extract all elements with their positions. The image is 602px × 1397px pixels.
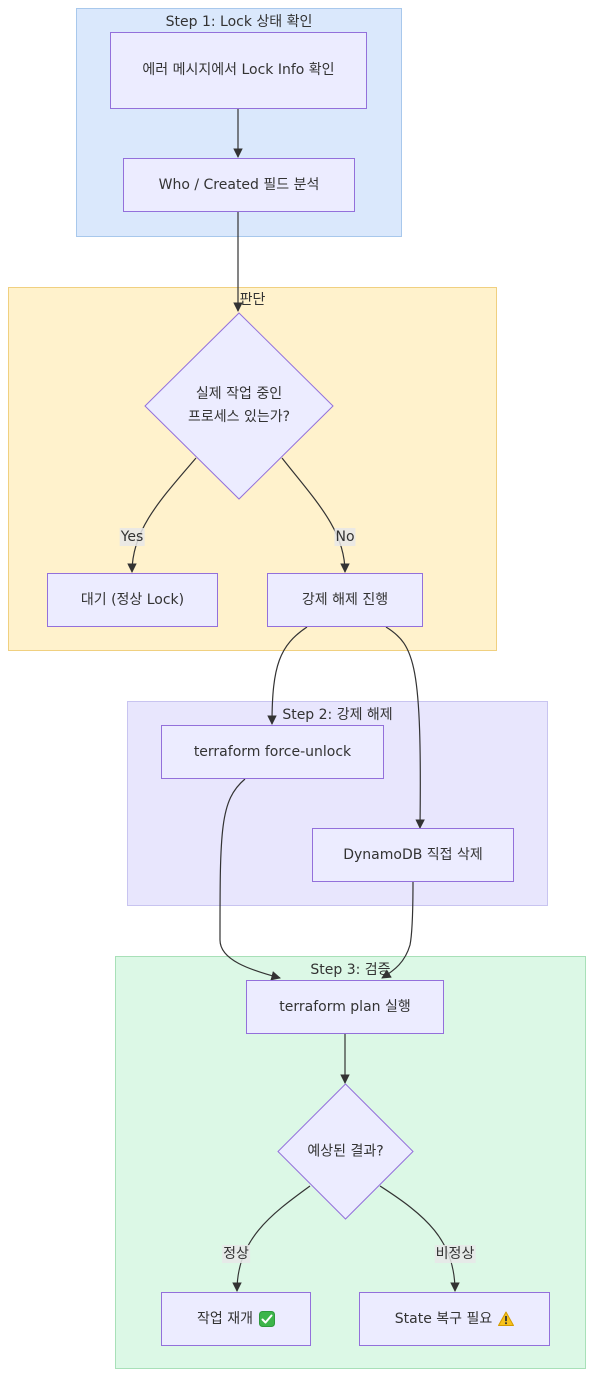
decision-process-running: 실제 작업 중인 프로세스 있는가? [144,312,334,500]
node-state-recover: State 복구 필요 [359,1292,550,1346]
edge-label-abnormal: 비정상 [434,1245,476,1263]
node-who-created: Who / Created 필드 분석 [123,158,355,212]
decision-expected-result: 예상된 결과? [277,1083,414,1220]
node-lock-info: 에러 메시지에서 Lock Info 확인 [110,32,367,109]
edge-label-no: No [334,528,356,546]
check-mark-button-icon [258,1311,275,1327]
node-wait: 대기 (정상 Lock) [47,573,218,627]
edge-label-yes: Yes [119,528,145,546]
edge-decision-to-force [281,457,350,573]
edge-decision2-to-resume [232,1185,311,1292]
node-force-unlock: terraform force-unlock [161,725,384,779]
cluster-step2-title: Step 2: 강제 해제 [282,707,393,723]
node-force-proceed: 강제 해제 진행 [267,573,423,627]
node-state-recover-label: State 복구 필요 [394,1311,493,1327]
edge-force-to-unlock [267,626,308,725]
node-resume-label: 작업 재개 [197,1311,253,1327]
node-plan-run: terraform plan 실행 [246,980,444,1034]
node-dynamodb-delete-label: DynamoDB 직접 삭제 [343,847,483,863]
node-dynamodb-delete: DynamoDB 직접 삭제 [312,828,514,882]
edge-force-to-dynamodb [385,626,425,829]
warning-icon [498,1311,515,1326]
decision-expected-result-label: 예상된 결과? [307,1143,384,1159]
node-force-proceed-label: 강제 해제 진행 [301,592,389,608]
decision-expected-result-shape [277,1083,414,1220]
cluster-step1-title: Step 1: Lock 상태 확인 [165,14,313,30]
node-lock-info-label: 에러 메시지에서 Lock Info 확인 [142,62,335,78]
decision-process-running-shape [144,312,334,500]
cluster-step3-title: Step 3: 검증 [310,962,391,978]
node-who-created-label: Who / Created 필드 분석 [158,177,320,193]
edge-decision-to-wait [127,457,197,573]
decision-process-running-label: 실제 작업 중인 프로세스 있는가? [144,383,334,429]
decision-process-running-line1: 실제 작업 중인 [195,386,283,402]
decision-process-running-line2: 프로세스 있는가? [187,409,291,425]
node-force-unlock-label: terraform force-unlock [193,744,352,760]
edge-dynamodb-to-plan [381,880,414,979]
node-plan-run-label: terraform plan 실행 [279,999,411,1015]
node-wait-label: 대기 (정상 Lock) [80,592,185,608]
edge-decision2-to-recover [379,1185,460,1292]
node-resume: 작업 재개 [161,1292,311,1346]
edge-label-normal: 정상 [222,1245,250,1263]
cluster-judge-title: 판단 [239,292,266,308]
edge-unlock-to-plan [219,778,281,981]
